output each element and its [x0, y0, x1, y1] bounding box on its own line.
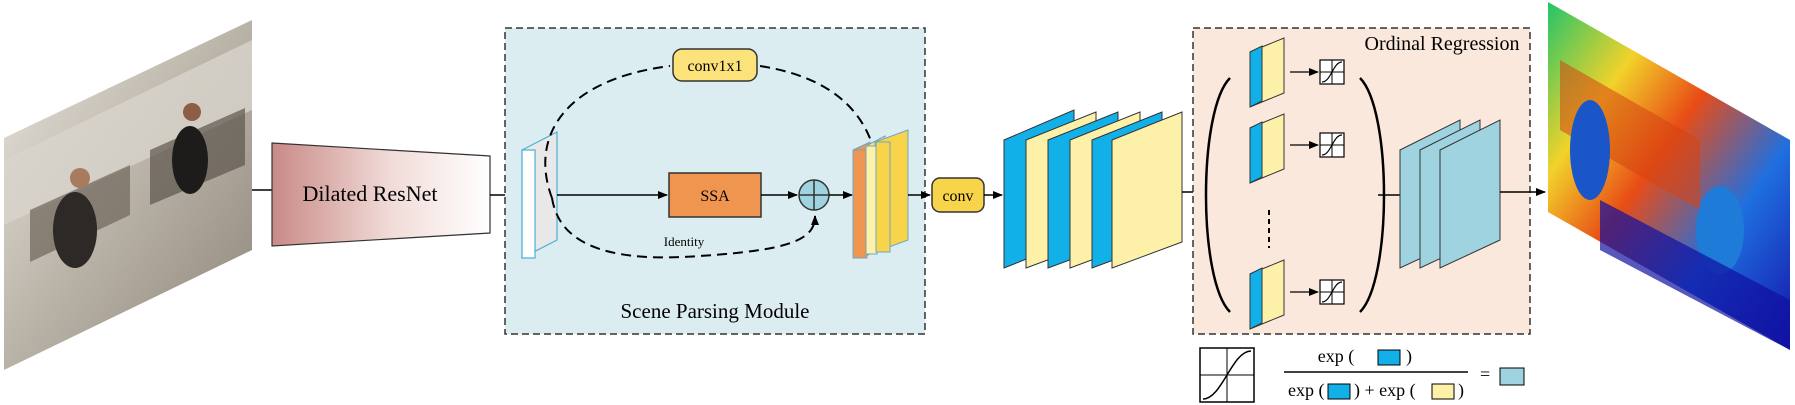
ssa-label: SSA: [700, 188, 730, 205]
input-image: [4, 20, 252, 370]
formula-plus: ) + exp (: [1354, 380, 1416, 401]
formula-close: ): [1406, 346, 1412, 367]
output-stack: [1399, 119, 1501, 269]
module-label: Scene Parsing Module: [621, 299, 810, 323]
ordinal-row: [1249, 259, 1345, 330]
left-parenthesis: [1204, 77, 1231, 313]
backbone-block: Dilated ResNet: [271, 142, 491, 247]
conv-label: conv: [942, 188, 973, 205]
dashed-path: [544, 65, 671, 199]
formula-numerator: exp (: [1318, 346, 1354, 367]
blue-swatch: [1377, 349, 1401, 366]
yellow-swatch: [1431, 383, 1455, 400]
ordinal-regression-module: Ordinal Regression: [1192, 27, 1531, 335]
conv1x1-label: conv1x1: [687, 58, 742, 75]
result-swatch: [1499, 367, 1525, 386]
formula: exp ( ) exp ( ) + exp ( ) =: [1199, 346, 1525, 403]
identity-label: Identity: [664, 234, 705, 249]
feature-slab: [521, 131, 558, 259]
scene-parsing-module: Scene Parsing Module conv1x1 SSA Identit…: [504, 27, 926, 335]
formula-equals: =: [1480, 364, 1490, 384]
ordinal-row: [1249, 37, 1345, 108]
sigmoid-icon: [1199, 347, 1255, 403]
feature-map-stack: [1003, 109, 1183, 269]
dashed-path: [551, 197, 819, 259]
ssa-block: [668, 172, 762, 218]
sum-node: [798, 179, 830, 211]
formula-close: ): [1458, 380, 1464, 401]
ordinal-row: [1249, 113, 1345, 184]
blue-swatch: [1327, 383, 1351, 400]
depth-map-output: [1548, 2, 1790, 350]
conv1x1-block: [672, 48, 758, 82]
ordinal-label: Ordinal Regression: [1365, 33, 1520, 55]
backbone-label: Dilated ResNet: [302, 181, 437, 206]
concat-stack: [852, 129, 909, 259]
formula-denominator: exp (: [1288, 380, 1324, 401]
